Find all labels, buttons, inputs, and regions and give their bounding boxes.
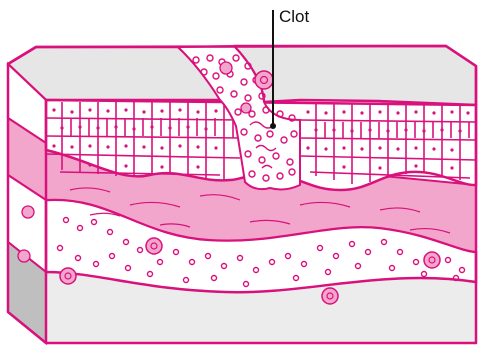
left-side-face bbox=[8, 64, 46, 343]
clot-pointer-dot bbox=[270, 123, 276, 129]
clot-label: Clot bbox=[279, 8, 309, 25]
